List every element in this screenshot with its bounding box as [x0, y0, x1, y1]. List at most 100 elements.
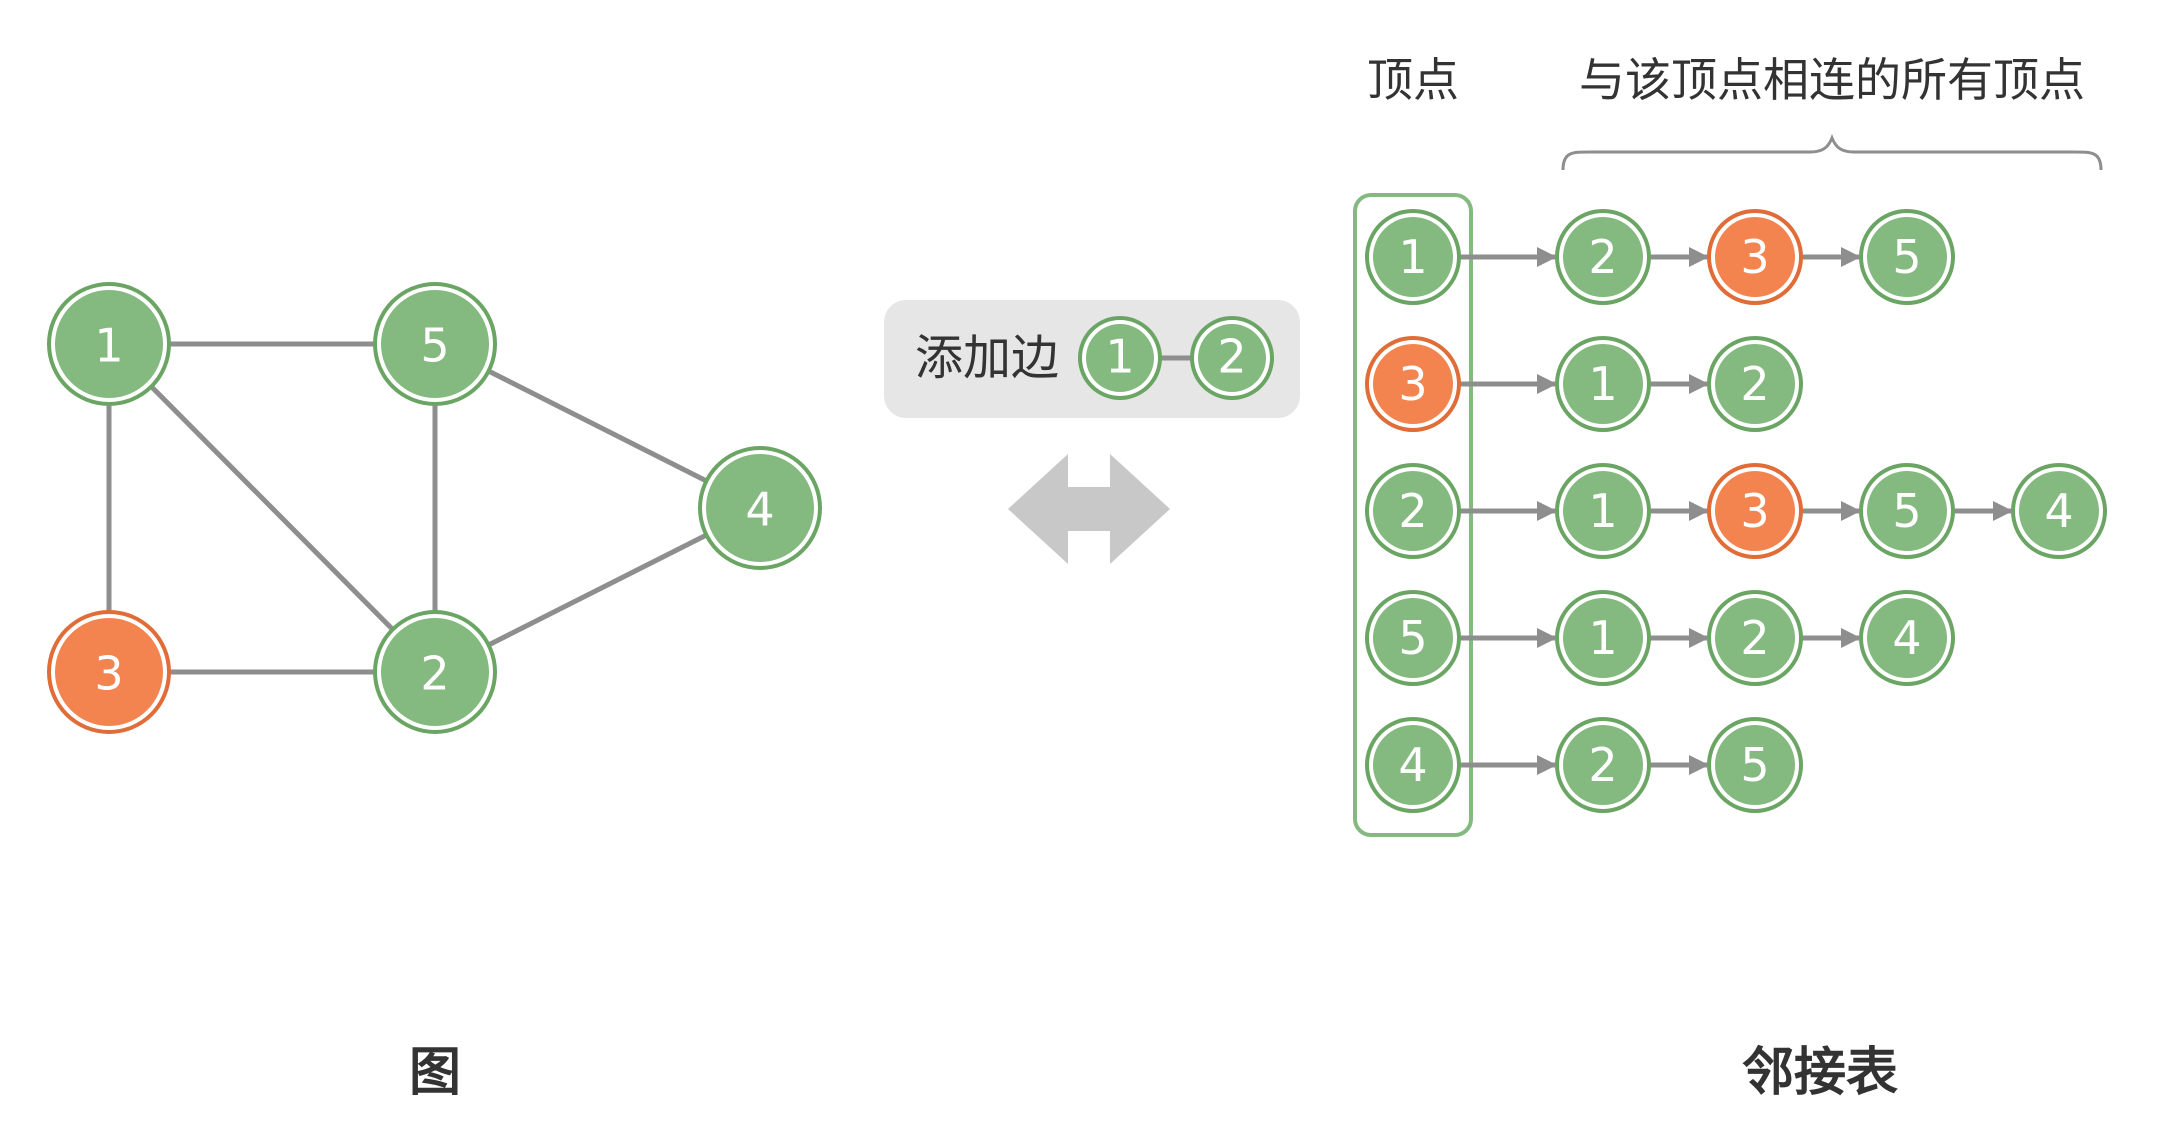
list-node-5-disc — [1867, 217, 1947, 297]
list-node-5-label: 5 — [1892, 484, 1921, 538]
list-head-4-disc — [1373, 725, 1453, 805]
adjacency-row-3: 3 1 2 — [1365, 336, 1803, 432]
add-edge-label: 添加边 — [915, 330, 1059, 386]
list-node-5-disc — [1715, 725, 1795, 805]
list-node-1-disc — [1563, 344, 1643, 424]
graph-vertex-2-disc — [381, 618, 489, 726]
adjacency-list-caption: 邻接表 — [1742, 1043, 1898, 1103]
graph-vertex-2-label: 2 — [420, 646, 449, 700]
graph-vertex-1: 1 — [47, 282, 171, 406]
list-head-5: 5 — [1365, 590, 1461, 686]
adjacency-rows: 1 2 3 5 3 1 2 2 1 3 5 4 5 1 2 4 4 2 5 — [1365, 209, 2107, 813]
list-head-3-disc — [1373, 344, 1453, 424]
badge-vertex-1-disc — [1086, 324, 1154, 392]
list-head-5-label: 5 — [1398, 611, 1427, 665]
list-node-1: 1 — [1555, 590, 1651, 686]
list-node-2: 2 — [1707, 590, 1803, 686]
list-node-1: 1 — [1555, 336, 1651, 432]
graph-panel: 1 5 4 3 2 图 — [47, 282, 822, 1103]
list-node-3: 3 — [1707, 209, 1803, 305]
adjacency-row-2: 2 1 3 5 4 — [1365, 463, 2107, 559]
list-head-2-label: 2 — [1398, 484, 1427, 538]
badge-vertex-2: 2 — [1190, 316, 1274, 400]
list-node-5: 5 — [1859, 209, 1955, 305]
list-node-1-label: 1 — [1588, 484, 1617, 538]
list-node-4-disc — [1867, 598, 1947, 678]
list-node-3-disc — [1715, 471, 1795, 551]
graph-vertex-3-label: 3 — [94, 646, 123, 700]
list-node-5-label: 5 — [1892, 230, 1921, 284]
graph-caption: 图 — [409, 1043, 461, 1103]
list-node-4-disc — [2019, 471, 2099, 551]
list-node-2: 2 — [1555, 209, 1651, 305]
list-node-2: 2 — [1555, 717, 1651, 813]
list-head-1-label: 1 — [1398, 230, 1427, 284]
list-head-3: 3 — [1365, 336, 1461, 432]
list-head-1-disc — [1373, 217, 1453, 297]
badge-vertex-2-label: 2 — [1217, 329, 1246, 383]
graph-edge-1-2 — [107, 342, 437, 674]
adjacency-row-4: 4 2 5 — [1365, 717, 1803, 813]
list-node-1-label: 1 — [1588, 357, 1617, 411]
graph-vertex-5: 5 — [373, 282, 497, 406]
adjacency-list-panel: 顶点 与该顶点相连的所有顶点 1 2 3 5 3 1 2 2 1 3 5 4 5 1 2 4 4 2 5 邻接表 — [1353, 53, 2107, 1103]
list-head-2-disc — [1373, 471, 1453, 551]
graph-vertex-4-disc — [706, 454, 814, 562]
graph-vertex-1-label: 1 — [94, 318, 123, 372]
vertex-header: 顶点 — [1367, 53, 1459, 107]
graph-vertex-4-label: 4 — [745, 482, 774, 536]
vertex-column-box — [1353, 193, 1473, 837]
list-head-2: 2 — [1365, 463, 1461, 559]
adjacency-row-1: 1 2 3 5 — [1365, 209, 1955, 305]
list-head-5-disc — [1373, 598, 1453, 678]
list-node-2-label: 2 — [1588, 738, 1617, 792]
graph-vertex-5-disc — [381, 290, 489, 398]
list-node-2-label: 2 — [1740, 611, 1769, 665]
list-node-4: 4 — [1859, 590, 1955, 686]
list-node-3: 3 — [1707, 463, 1803, 559]
list-node-5-label: 5 — [1740, 738, 1769, 792]
graph-vertex-3: 3 — [47, 610, 171, 734]
list-node-2-disc — [1563, 217, 1643, 297]
list-head-4: 4 — [1365, 717, 1461, 813]
list-node-2-disc — [1563, 725, 1643, 805]
list-head-1: 1 — [1365, 209, 1461, 305]
badge-vertex-1-label: 1 — [1105, 329, 1134, 383]
graph-vertex-3-disc — [55, 618, 163, 726]
list-head-4-label: 4 — [1398, 738, 1427, 792]
list-node-2-label: 2 — [1740, 357, 1769, 411]
neighbors-brace — [1561, 133, 2103, 171]
list-node-2-disc — [1715, 598, 1795, 678]
double-arrow-icon — [1008, 454, 1170, 564]
list-node-2: 2 — [1707, 336, 1803, 432]
list-node-5: 5 — [1859, 463, 1955, 559]
list-node-1: 1 — [1555, 463, 1651, 559]
adjacency-row-5: 5 1 2 4 — [1365, 590, 1955, 686]
graph-nodes: 1 5 4 3 2 — [47, 282, 822, 734]
graph-vertex-1-disc — [55, 290, 163, 398]
list-node-3-disc — [1715, 217, 1795, 297]
list-node-2-label: 2 — [1588, 230, 1617, 284]
list-node-5: 5 — [1707, 717, 1803, 813]
graph-vertex-4: 4 — [698, 446, 822, 570]
list-node-1-disc — [1563, 598, 1643, 678]
list-node-4-label: 4 — [2044, 484, 2073, 538]
list-node-4-label: 4 — [1892, 611, 1921, 665]
list-node-1-disc — [1563, 471, 1643, 551]
list-node-5-disc — [1867, 471, 1947, 551]
neighbors-header: 与该顶点相连的所有顶点 — [1579, 53, 2085, 107]
badge-vertex-2-disc — [1198, 324, 1266, 392]
graph-vertex-5-label: 5 — [420, 318, 449, 372]
list-node-3-label: 3 — [1740, 484, 1769, 538]
list-node-3-label: 3 — [1740, 230, 1769, 284]
list-node-2-disc — [1715, 344, 1795, 424]
list-node-4: 4 — [2011, 463, 2107, 559]
list-head-3-label: 3 — [1398, 357, 1427, 411]
graph-vertex-2: 2 — [373, 610, 497, 734]
list-node-1-label: 1 — [1588, 611, 1617, 665]
badge-vertex-1: 1 — [1078, 316, 1162, 400]
